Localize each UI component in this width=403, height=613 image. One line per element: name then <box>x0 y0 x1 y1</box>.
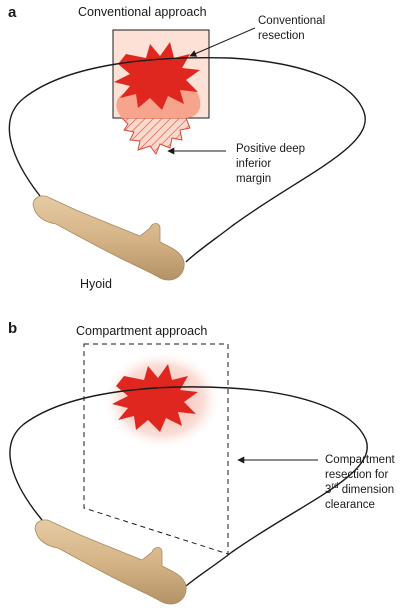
panel-a-letter: a <box>8 4 17 21</box>
compartment-resection-box <box>83 343 229 555</box>
resection-arrow-a <box>189 27 256 57</box>
hyoid-bone-a <box>32 195 185 281</box>
hyoid-bone-b <box>34 519 187 605</box>
tumor-a <box>114 42 200 110</box>
panel-b: b Compartment approach Compartment resec… <box>8 320 398 605</box>
panel-a: a Conventional approach Conventional res… <box>8 4 366 291</box>
panel-a-title: Conventional approach <box>78 5 207 19</box>
neck-outline-b <box>9 386 368 587</box>
positive-margin-hatch <box>120 117 191 156</box>
neck-outline-a <box>8 56 366 263</box>
resection-label-a: Conventional resection <box>258 15 328 42</box>
tumor-b <box>112 364 198 432</box>
margin-label-a: Positive deep inferior margin <box>236 143 308 185</box>
panel-b-letter: b <box>8 320 17 337</box>
compartment-label-b: Compartment resection for 3rd dimension … <box>325 454 398 511</box>
panel-b-title: Compartment approach <box>76 324 207 338</box>
hyoid-label: Hyoid <box>80 277 112 291</box>
